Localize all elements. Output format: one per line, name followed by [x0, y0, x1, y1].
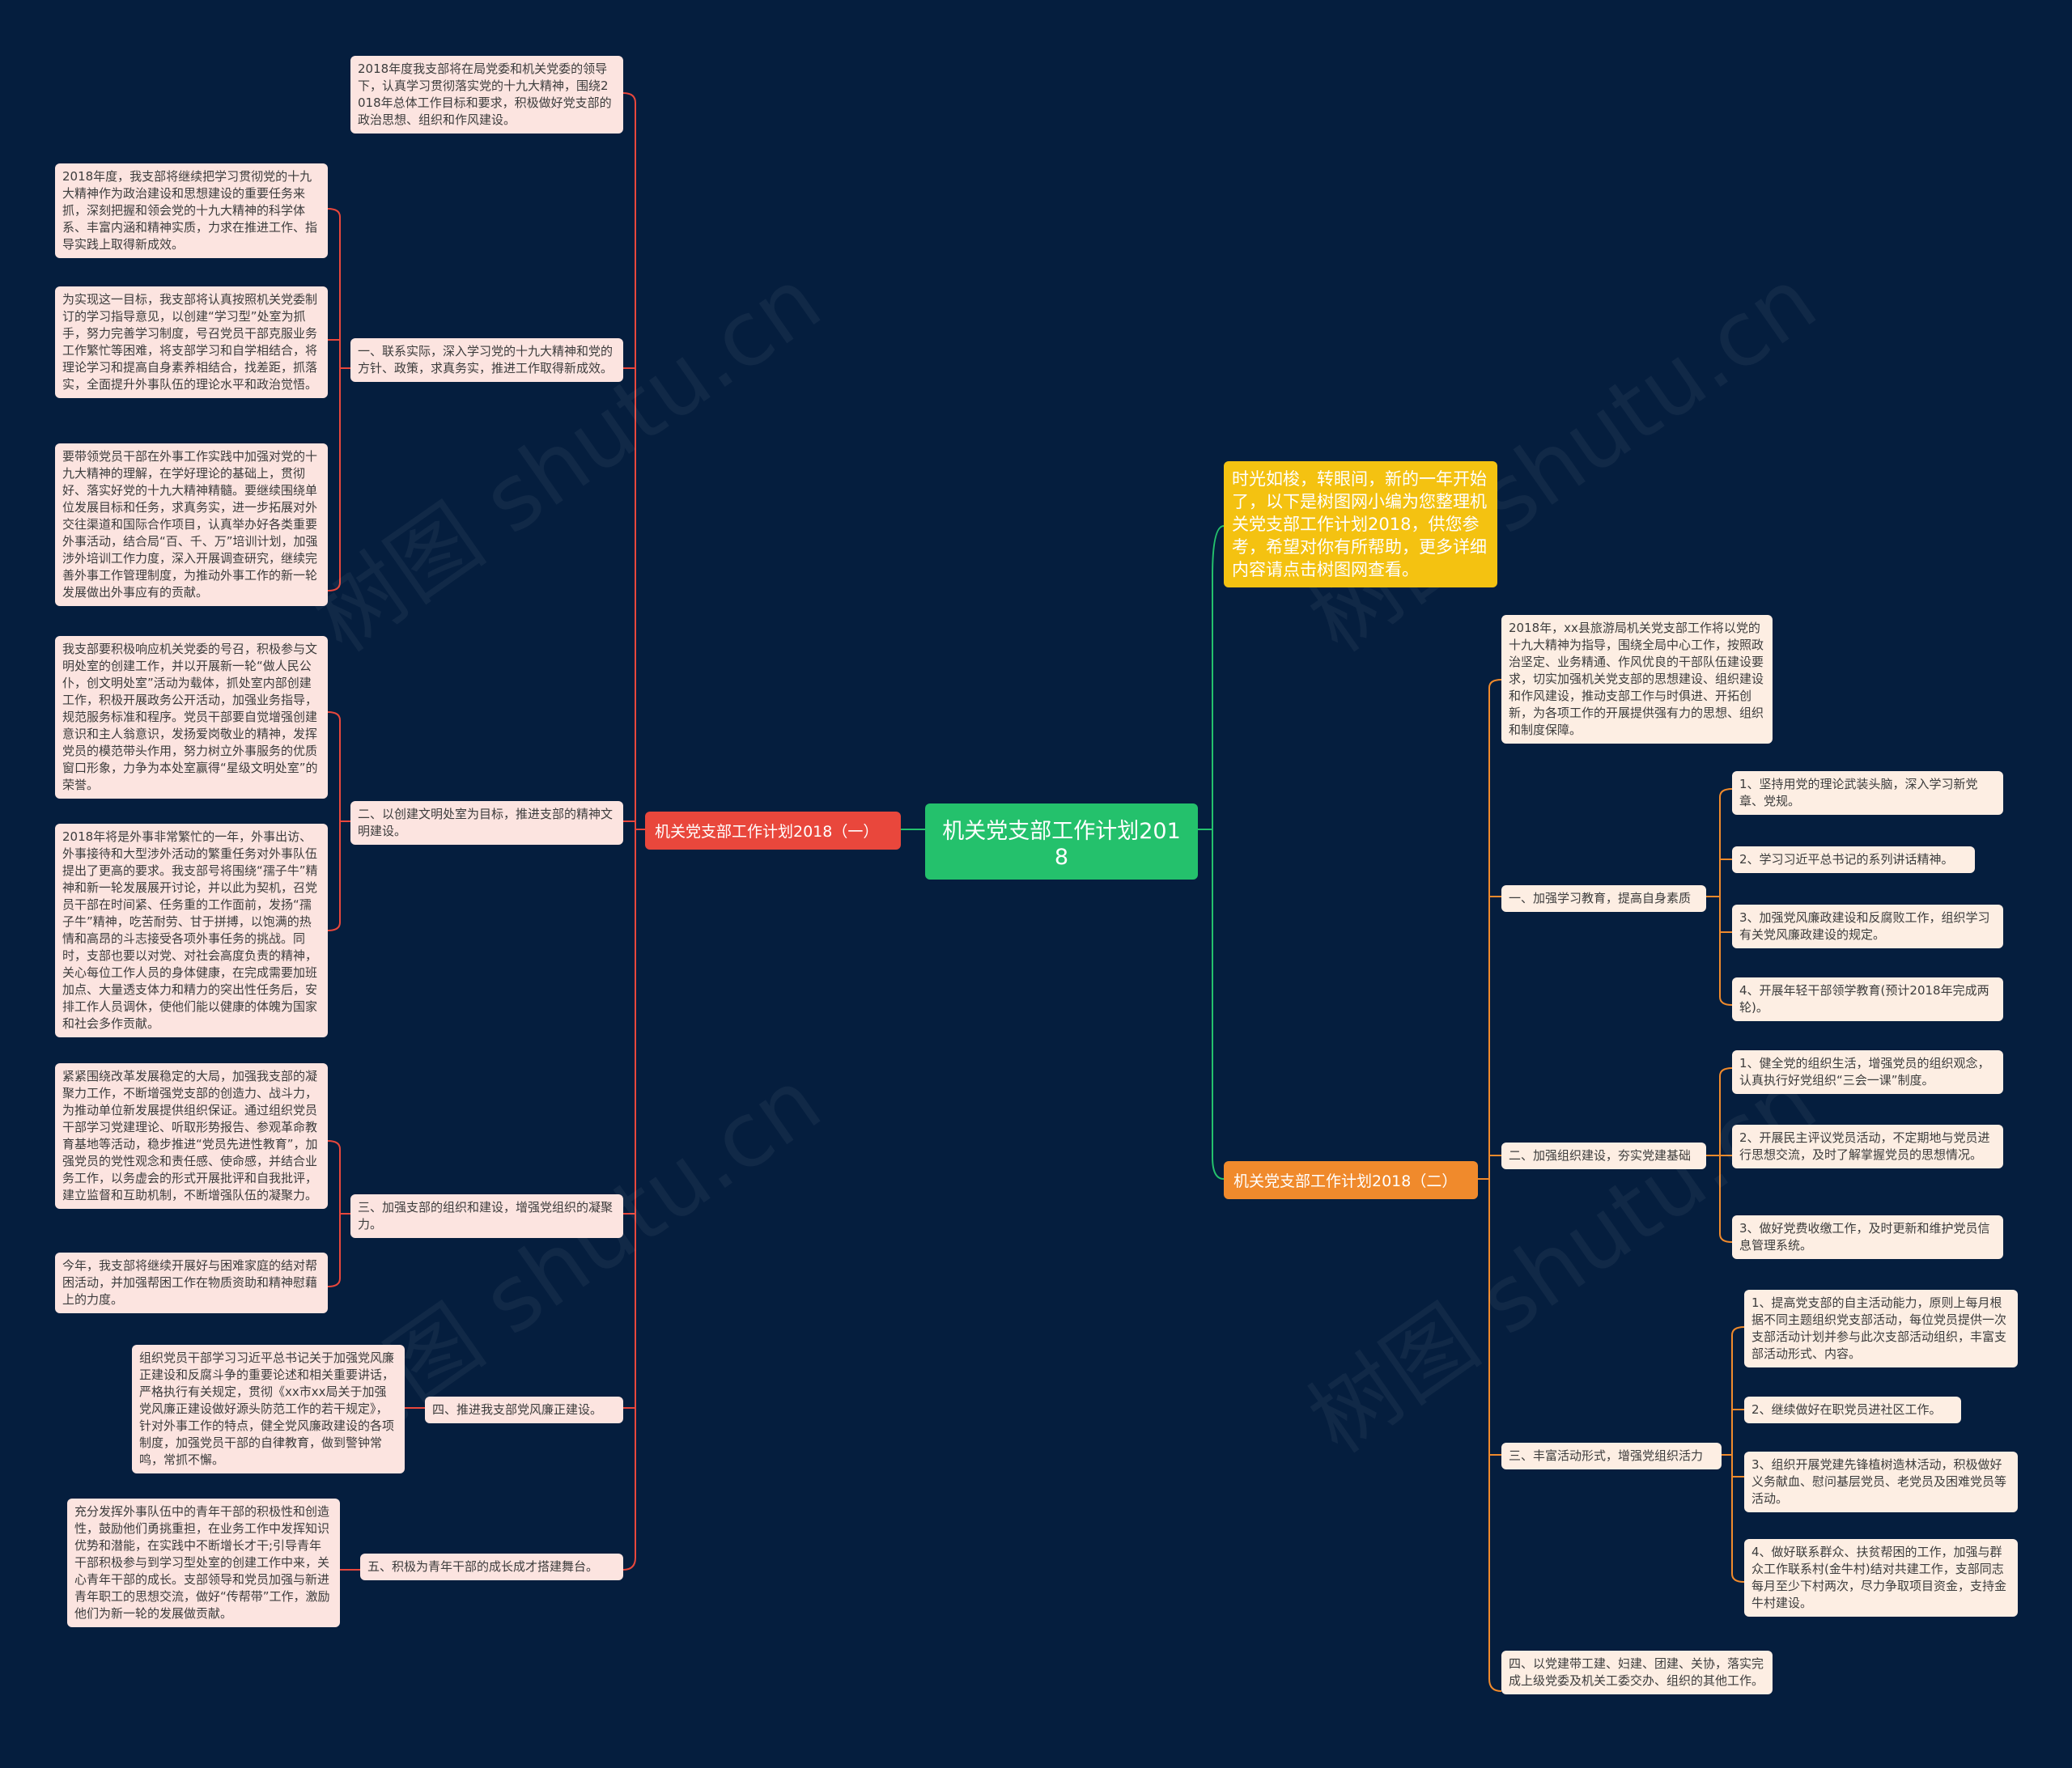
left-s3-item-2[interactable]: 今年，我支部将继续开展好与困难家庭的结对帮困活动，并加强帮困工作在物质资助和精神… — [55, 1253, 328, 1313]
left-section-5[interactable]: 五、积极为青年干部的成长成才搭建舞台。 — [360, 1554, 623, 1580]
left-intro[interactable]: 2018年度我支部将在局党委和机关党委的领导下，认真学习贯彻落实党的十九大精神，… — [350, 56, 623, 134]
branch-left-title[interactable]: 机关党支部工作计划2018（一） — [645, 812, 901, 850]
intro-note[interactable]: 时光如梭，转眼间，新的一年开始了，以下是树图网小编为您整理机关党支部工作计划20… — [1224, 461, 1497, 587]
left-section-4[interactable]: 四、推进我支部党风廉正建设。 — [425, 1397, 623, 1423]
right-s1-item-3[interactable]: 3、加强党风廉政建设和反腐败工作，组织学习有关党风廉政建设的规定。 — [1732, 905, 2003, 948]
left-section-1[interactable]: 一、联系实际，深入学习党的十九大精神和党的方针、政策，求真务实，推进工作取得新成… — [350, 338, 623, 382]
right-intro[interactable]: 2018年，xx县旅游局机关党支部工作将以党的十九大精神为指导，围绕全局中心工作… — [1501, 615, 1773, 744]
left-s3-item-1[interactable]: 紧紧围绕改革发展稳定的大局，加强我支部的凝聚力工作，不断增强党支部的创造力、战斗… — [55, 1063, 328, 1209]
right-s2-item-3[interactable]: 3、做好党费收缴工作，及时更新和维护党员信息管理系统。 — [1732, 1215, 2003, 1259]
left-s1-item-2[interactable]: 为实现这一目标，我支部将认真按照机关党委制订的学习指导意见，以创建“学习型”处室… — [55, 286, 328, 398]
left-s1-item-1[interactable]: 2018年度，我支部将继续把学习贯彻党的十九大精神作为政治建设和思想建设的重要任… — [55, 163, 328, 258]
right-s1-item-1[interactable]: 1、坚持用党的理论武装头脑，深入学习新党章、党规。 — [1732, 771, 2003, 815]
left-s2-item-1[interactable]: 我支部要积极响应机关党委的号召，积极参与文明处室的创建工作，并以开展新一轮“做人… — [55, 636, 328, 799]
right-s2-item-2[interactable]: 2、开展民主评议党员活动，不定期地与党员进行思想交流，及时了解掌握党员的思想情况… — [1732, 1125, 2003, 1168]
branch-right-title[interactable]: 机关党支部工作计划2018（二） — [1224, 1161, 1478, 1199]
right-s2-item-1[interactable]: 1、健全党的组织生活，增强党员的组织观念，认真执行好党组织“三会一课”制度。 — [1732, 1050, 2003, 1094]
right-s3-item-3[interactable]: 3、组织开展党建先锋植树造林活动，积极做好义务献血、慰问基层党员、老党员及困难党… — [1744, 1452, 2018, 1512]
left-section-3[interactable]: 三、加强支部的组织和建设，增强党组织的凝聚力。 — [350, 1194, 623, 1238]
right-section-4[interactable]: 四、以党建带工建、妇建、团建、关协，落实完成上级党委及机关工委交办、组织的其他工… — [1501, 1651, 1773, 1694]
left-s4-item-1[interactable]: 组织党员干部学习习近平总书记关于加强党风廉正建设和反腐斗争的重要论述和相关重要讲… — [132, 1345, 405, 1473]
right-s3-item-4[interactable]: 4、做好联系群众、扶贫帮困的工作，加强与群众工作联系村(金牛村)结对共建工作，支… — [1744, 1539, 2018, 1617]
left-s2-item-2[interactable]: 2018年将是外事非常繁忙的一年，外事出访、外事接待和大型涉外活动的繁重任务对外… — [55, 824, 328, 1037]
right-s1-item-2[interactable]: 2、学习习近平总书记的系列讲话精神。 — [1732, 846, 1975, 873]
left-s5-item-1[interactable]: 充分发挥外事队伍中的青年干部的积极性和创造性，鼓励他们勇挑重担，在业务工作中发挥… — [67, 1499, 340, 1627]
right-section-1[interactable]: 一、加强学习教育，提高自身素质 — [1501, 885, 1706, 912]
right-s3-item-1[interactable]: 1、提高党支部的自主活动能力，原则上每月根据不同主题组织党支部活动，每位党员提供… — [1744, 1290, 2018, 1367]
left-section-2[interactable]: 二、以创建文明处室为目标，推进支部的精神文明建设。 — [350, 801, 623, 845]
right-s1-item-4[interactable]: 4、开展年轻干部领学教育(预计2018年完成两轮)。 — [1732, 977, 2003, 1021]
left-s1-item-3[interactable]: 要带领党员干部在外事工作实践中加强对党的十九大精神的理解，在学好理论的基础上，贯… — [55, 443, 328, 606]
root-node[interactable]: 机关党支部工作计划2018 — [925, 803, 1198, 880]
right-s3-item-2[interactable]: 2、继续做好在职党员进社区工作。 — [1744, 1397, 1961, 1423]
right-section-2[interactable]: 二、加强组织建设，夯实党建基础 — [1501, 1143, 1706, 1169]
right-section-3[interactable]: 三、丰富活动形式，增强党组织活力 — [1501, 1443, 1722, 1469]
